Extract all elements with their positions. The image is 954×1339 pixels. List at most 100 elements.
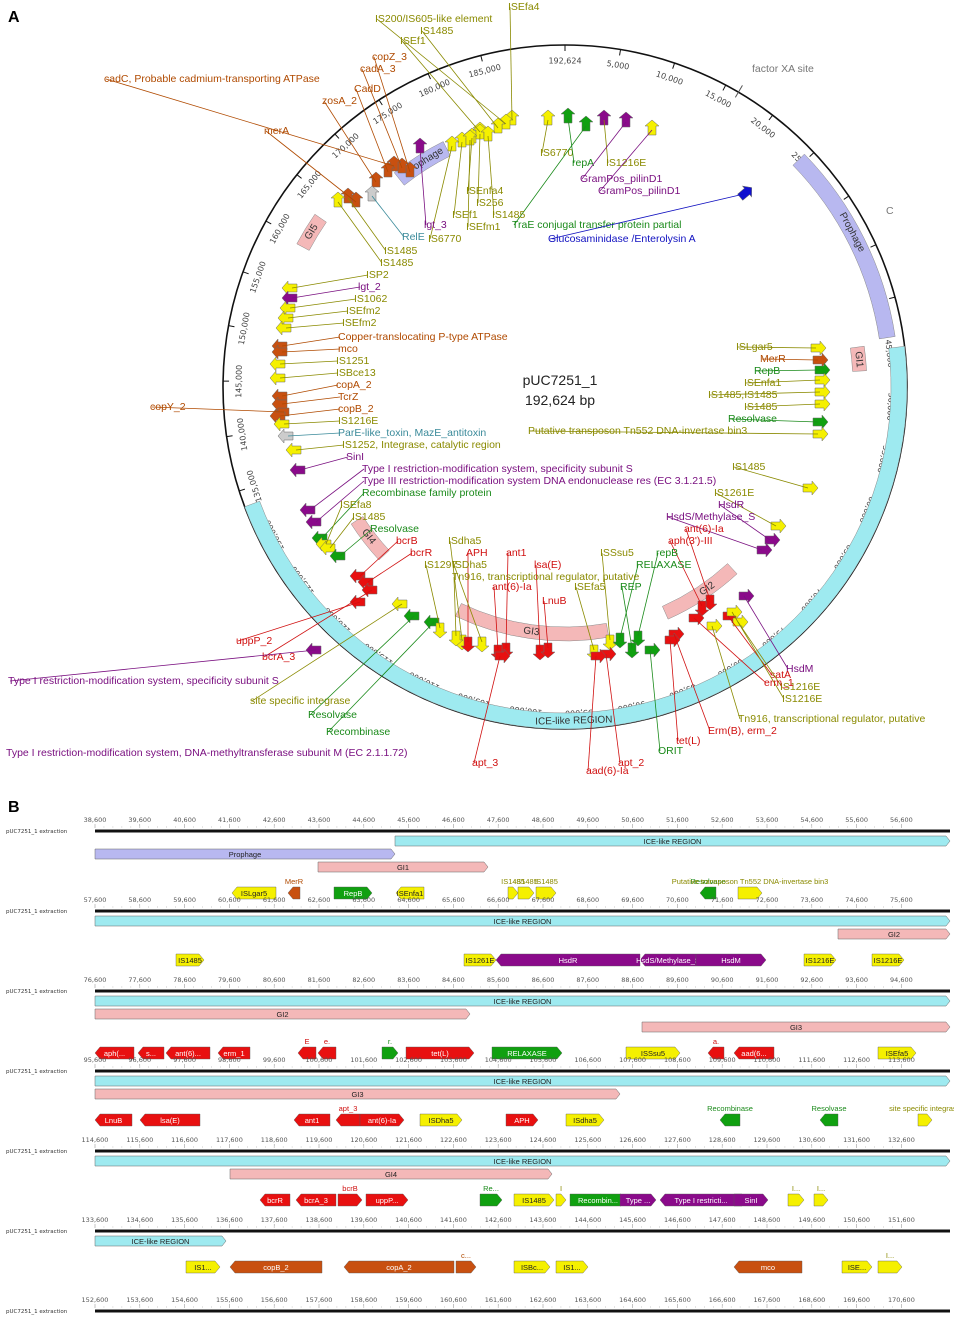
label-connector [295, 444, 345, 451]
linear-tick-label: 145,600 [619, 1216, 646, 1224]
linear-feature-label: ISEfa5 [886, 1049, 909, 1058]
feature-arrow [269, 356, 286, 372]
region-bar [317, 861, 489, 873]
label-connector [105, 78, 395, 167]
linear-tick-label: 137,600 [261, 1216, 288, 1224]
feature-arrow [368, 171, 384, 188]
linear-feature [297, 1046, 317, 1060]
region-bar [94, 915, 951, 927]
feature-label: copZ_3 [372, 51, 407, 63]
linear-feature [395, 886, 425, 900]
label-connector [743, 595, 789, 670]
linear-tick-label: 59,600 [173, 896, 196, 904]
linear-feature [381, 1046, 399, 1060]
linear-feature [295, 1193, 337, 1207]
feature-arrow [412, 137, 428, 154]
feature-label: LnuB [542, 595, 567, 607]
circle-tick-mark [809, 152, 815, 158]
label-connector [685, 528, 711, 601]
linear-feature-label: Resolvase [811, 1104, 846, 1113]
linear-feature [337, 1193, 363, 1207]
label-connector [323, 100, 377, 183]
linear-tick-label: 113,600 [888, 1056, 915, 1064]
linear-tick-label: 103,600 [440, 1056, 467, 1064]
linear-tick-label: 123,600 [485, 1136, 512, 1144]
linear-feature-label: bcrR [267, 1196, 283, 1205]
feature-label: SinI [346, 451, 364, 463]
linear-tick-label: 82,600 [352, 976, 375, 984]
label-connector [361, 68, 403, 169]
linear-feature [555, 1260, 589, 1274]
linear-tick-label: 71,600 [711, 896, 734, 904]
linear-feature-label: APH [514, 1116, 529, 1125]
feature-arrow [480, 125, 496, 142]
region-bar [837, 928, 951, 940]
linear-tick-label: 66,600 [487, 896, 510, 904]
label-connector [605, 653, 621, 764]
feature-arrow [814, 362, 831, 378]
factor-xa-marker [734, 85, 743, 98]
feature-label: bcrB [396, 535, 418, 547]
label-connector [755, 369, 821, 372]
linear-tick-label: 155,600 [216, 1296, 243, 1304]
feature-label: lsa(E) [534, 559, 561, 571]
linear-feature-label: aad(6... [741, 1049, 766, 1058]
label-connector [287, 310, 349, 319]
feature-label: ISEfm2 [346, 305, 381, 317]
linear-tick-label: 63,600 [352, 896, 375, 904]
feature-arrow [277, 428, 294, 444]
label-connector [237, 601, 361, 642]
feature-arrow [275, 320, 292, 336]
feature-label: ISDha5 [452, 559, 487, 571]
region-bar-label: ICE-like REGION [494, 1077, 552, 1086]
label-connector [761, 358, 819, 361]
linear-tick-label: 135,600 [171, 1216, 198, 1224]
label-connector [693, 617, 767, 684]
linear-tick-label: 143,600 [530, 1216, 557, 1224]
circle-tick-label: 150,000 [237, 311, 252, 345]
circle-tick-label: 160,000 [268, 212, 292, 245]
label-connector [309, 615, 415, 716]
linear-feature [513, 1260, 551, 1274]
feature-label: site specific integrase [250, 695, 351, 707]
label-connector [281, 384, 339, 397]
circle-tick-label: 15,000 [704, 89, 733, 110]
linear-tick-label: 111,600 [798, 1056, 825, 1064]
feature-arrow [726, 604, 743, 620]
linear-feature-label: SinI [745, 1196, 758, 1205]
linear-tick-label: 139,600 [350, 1216, 377, 1224]
linear-tick-label: 46,600 [442, 816, 465, 824]
linear-tick-label: 156,600 [261, 1296, 288, 1304]
linear-tick-label: 38,600 [84, 816, 107, 824]
feature-label: Resolvase [370, 523, 419, 535]
circle-tick-mark [889, 296, 896, 300]
feature-arrow [644, 642, 661, 658]
feature-label: Erm(B), erm_2 [708, 725, 777, 737]
feature-arrow [444, 135, 460, 152]
feature-label: TcrZ [338, 391, 359, 403]
feature-label: GramPos_pilinD1 [598, 185, 680, 197]
linear-tick-label: 141,600 [440, 1216, 467, 1224]
linear-tick-label: 168,600 [798, 1296, 825, 1304]
label-connector [283, 420, 341, 425]
label-connector [603, 119, 609, 164]
circle-tick-label: 140,000 [236, 417, 250, 451]
label-connector [549, 193, 745, 240]
linear-feature-label: ISSsu5 [641, 1049, 665, 1058]
linear-tick-label: 100,600 [306, 1056, 333, 1064]
feature-label: ISEfa5 [574, 581, 606, 593]
label-connector [367, 552, 413, 583]
linear-tick-label: 160,600 [440, 1296, 467, 1304]
feature-label: IS1216E [338, 415, 378, 427]
feature-arrow [664, 632, 681, 648]
linear-feature [137, 1046, 165, 1060]
region-bar [94, 1235, 227, 1247]
feature-arrow [590, 648, 607, 664]
feature-label: ant1 [506, 547, 527, 559]
feature-label: aad(6)-Ia [586, 765, 629, 777]
feature-arrow [812, 414, 829, 430]
region-bar [641, 1021, 951, 1033]
linear-tick-label: 170,600 [888, 1296, 915, 1304]
